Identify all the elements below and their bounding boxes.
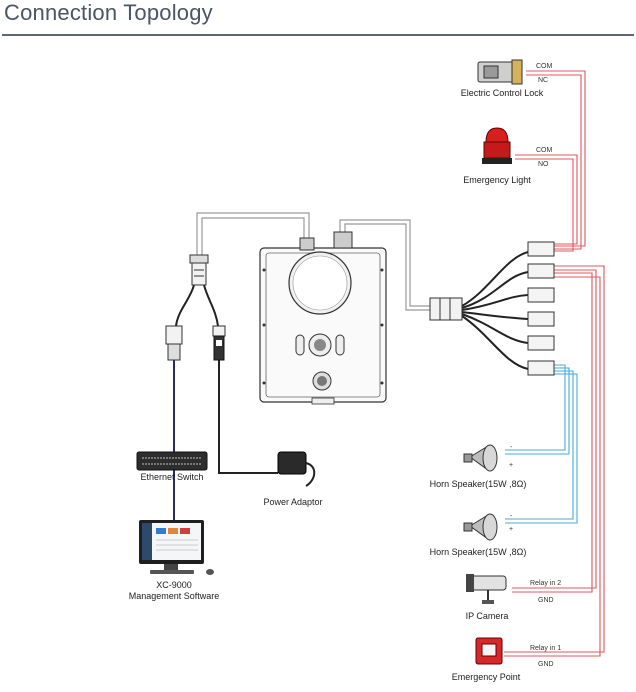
horn-speaker-icon bbox=[463, 513, 498, 541]
speaker2-minus-label: - bbox=[510, 513, 513, 520]
ip-camera-label: IP Camera bbox=[466, 611, 509, 621]
intercom-unit bbox=[259, 231, 387, 405]
blue-speaker-wires bbox=[505, 364, 578, 524]
terminal-blocks bbox=[527, 241, 555, 376]
red-relay-wires bbox=[504, 70, 605, 657]
dc-plug bbox=[212, 325, 226, 361]
camera-relay-label: Relay in 2 bbox=[530, 580, 561, 587]
main-harness-connector bbox=[429, 297, 463, 321]
rj45-plug bbox=[165, 325, 183, 361]
page-title: Connection Topology bbox=[4, 0, 213, 25]
speaker-label-1: Horn Speaker(15W ,8Ω) bbox=[430, 479, 527, 489]
ip-camera-icon bbox=[466, 574, 507, 604]
fanout-wires bbox=[461, 251, 529, 370]
horn-speaker-icon bbox=[463, 444, 498, 472]
monitor-icon bbox=[139, 520, 214, 575]
lock-icon bbox=[477, 59, 523, 85]
switch-label: Ethernet Switch bbox=[140, 472, 203, 482]
lock-nc-label: NC bbox=[538, 77, 548, 84]
gray-cables bbox=[196, 212, 432, 311]
emergency-point-icon bbox=[475, 637, 503, 665]
emergency-point-label: Emergency Point bbox=[452, 672, 521, 682]
camera-gnd-label: GND bbox=[538, 597, 554, 604]
title-divider bbox=[2, 34, 634, 36]
software-label-line2: Management Software bbox=[129, 591, 220, 601]
ethernet-switch-icon bbox=[136, 451, 208, 471]
rj45-splitter bbox=[189, 254, 209, 286]
power-adaptor-label: Power Adaptor bbox=[263, 497, 322, 507]
speaker1-plus-label: + bbox=[509, 462, 513, 469]
emergency-relay-label: Relay in 1 bbox=[530, 645, 561, 652]
dark-cables bbox=[175, 284, 278, 474]
speaker2-plus-label: + bbox=[509, 526, 513, 533]
light-com-label: COM bbox=[536, 147, 553, 154]
emergency-light-label: Emergency Light bbox=[463, 175, 531, 185]
lock-com-label: COM bbox=[536, 63, 553, 70]
speaker-label-2: Horn Speaker(15W ,8Ω) bbox=[430, 547, 527, 557]
speaker1-minus-label: - bbox=[510, 444, 513, 451]
software-label-line1: XC-9000 bbox=[156, 580, 192, 590]
emergency-gnd-label: GND bbox=[538, 661, 554, 668]
light-no-label: NO bbox=[538, 161, 549, 168]
emergency-light-icon bbox=[482, 127, 512, 164]
power-adaptor-icon bbox=[277, 451, 316, 487]
lock-label: Electric Control Lock bbox=[461, 88, 544, 98]
